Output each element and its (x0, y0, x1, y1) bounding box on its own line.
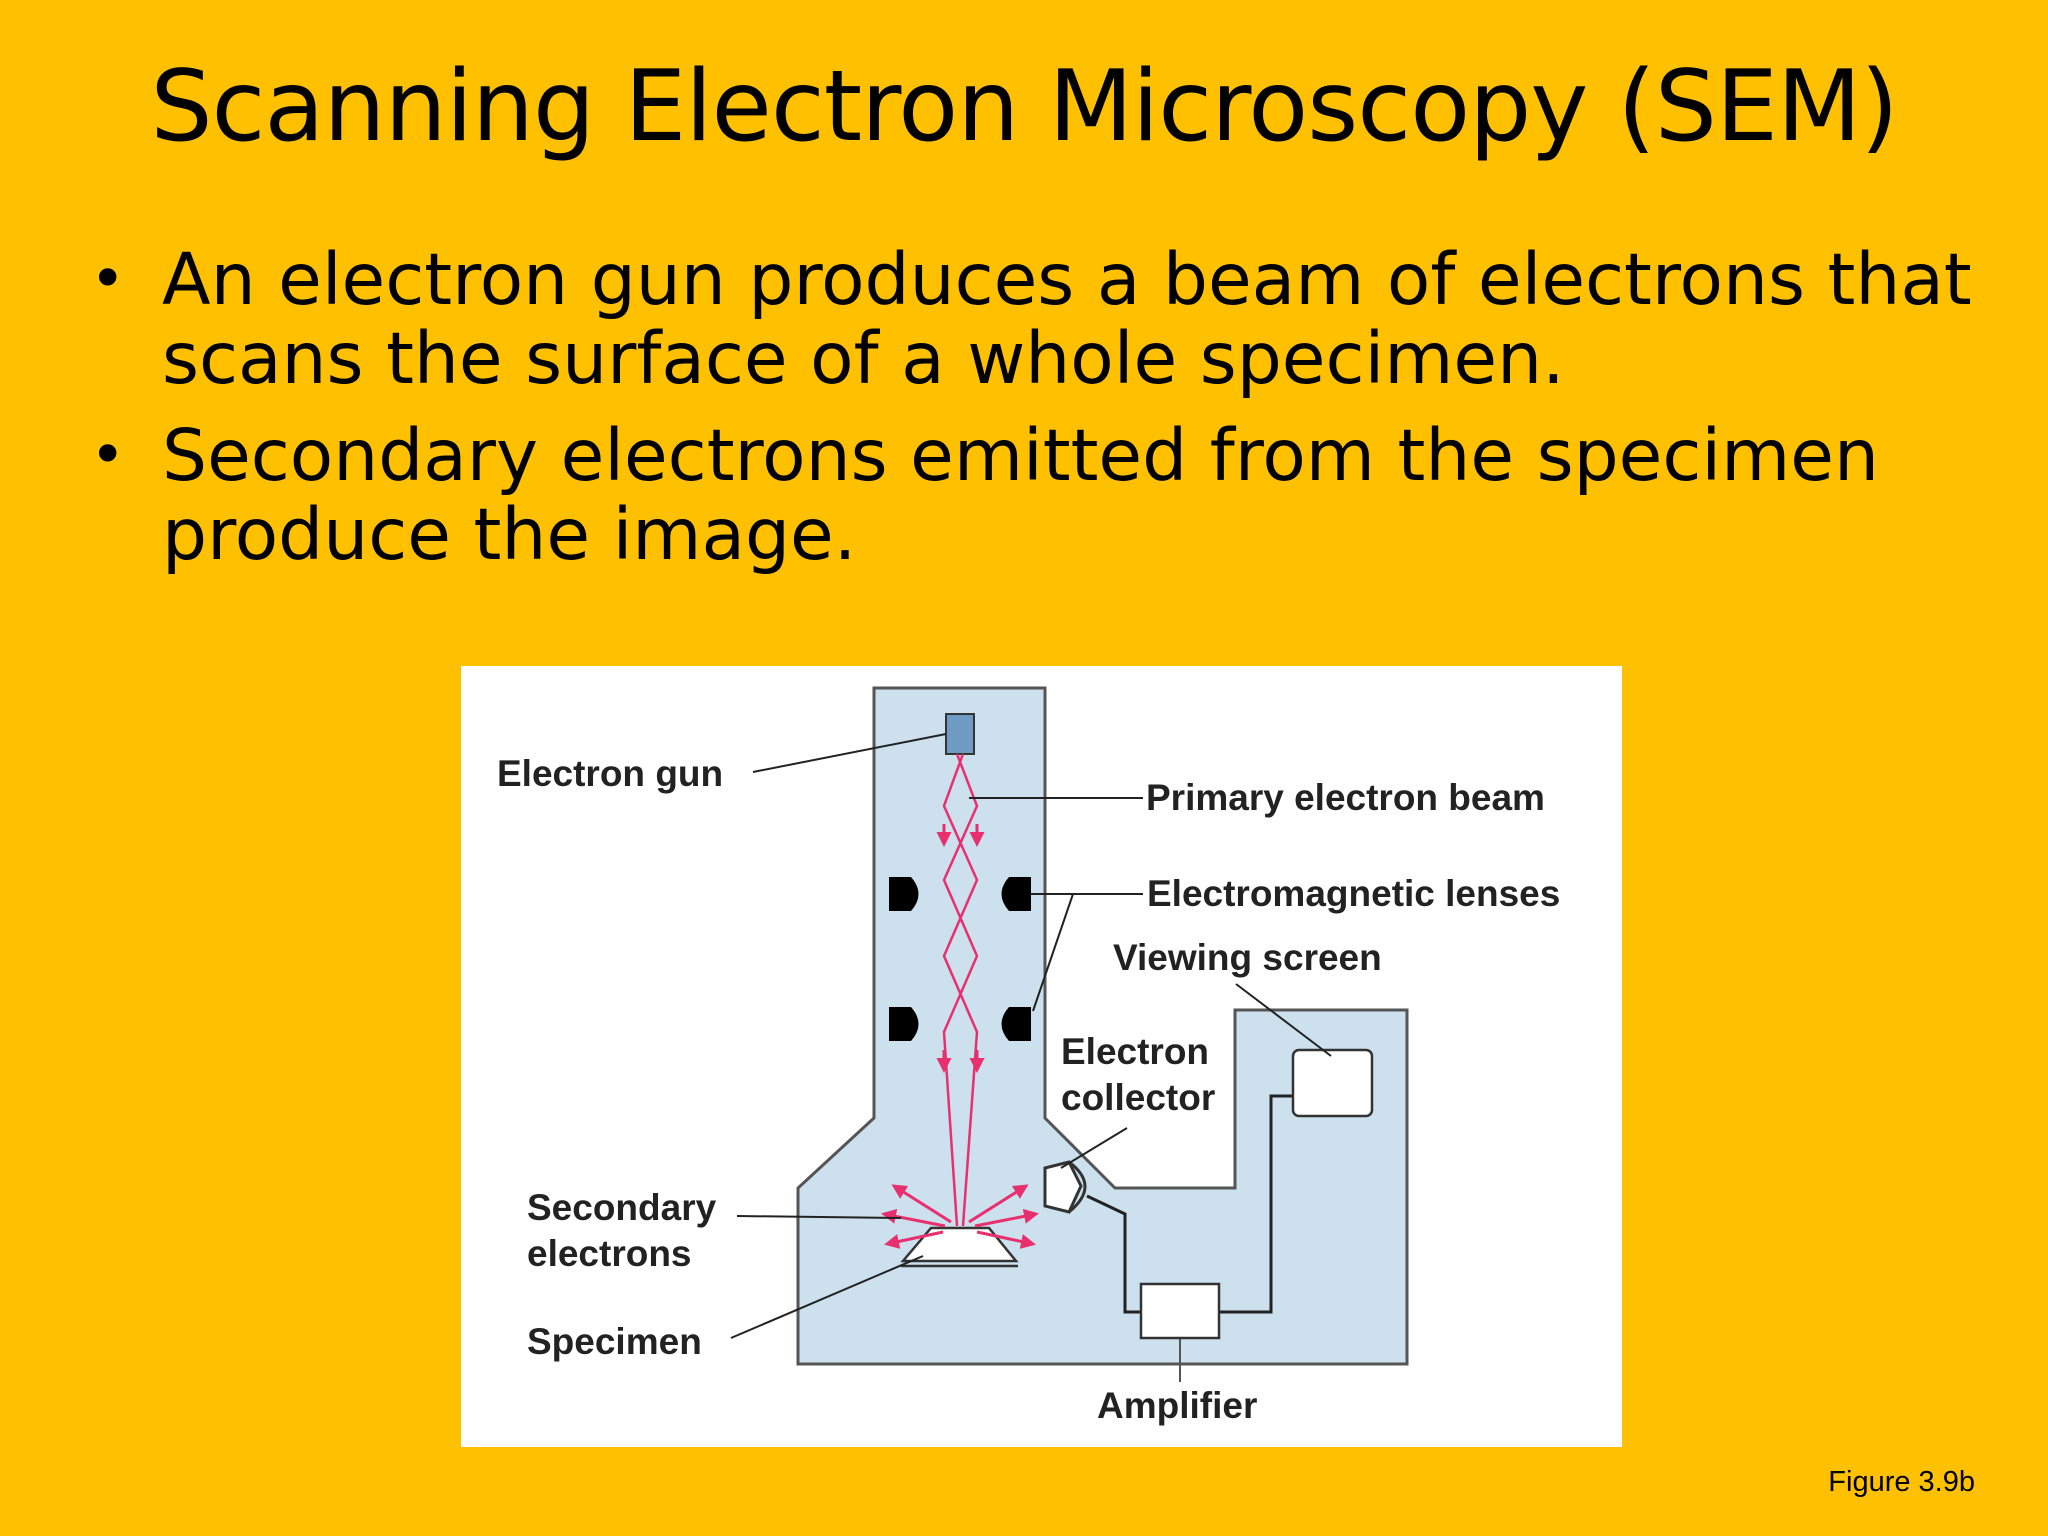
label-specimen: Specimen (527, 1321, 702, 1362)
bullet-list: • An electron gun produces a beam of ele… (84, 240, 1984, 592)
lens-icon (889, 877, 919, 911)
lens-icon (889, 1007, 919, 1041)
bullet-icon: • (90, 420, 126, 490)
signal-wire (1219, 1094, 1293, 1314)
signal-wire (1086, 1194, 1141, 1314)
beam-arrows (936, 824, 985, 1073)
sem-diagram: Electron gun Primary electron beam Elect… (497, 686, 1560, 1426)
viewing-screen-icon (1291, 1048, 1374, 1118)
microscope-column (796, 686, 1409, 1366)
lens-icon (1001, 1007, 1031, 1041)
electron-gun-icon (945, 713, 975, 755)
amplifier-icon (1139, 1282, 1221, 1340)
label-electromagnetic-lenses: Electromagnetic lenses (1147, 873, 1560, 914)
bullet-text: An electron gun produces a beam of elect… (162, 238, 1972, 400)
bullet-text: Secondary electrons emitted from the spe… (162, 414, 1879, 576)
sem-diagram-figure: Electron gun Primary electron beam Elect… (461, 666, 1622, 1447)
secondary-electrons-arrows (881, 1184, 1039, 1249)
label-viewing-screen: Viewing screen (1113, 937, 1382, 978)
label-secondary-electrons: Secondary (527, 1187, 717, 1228)
label-secondary-electrons: electrons (527, 1233, 692, 1274)
bullet-icon: • (90, 244, 126, 314)
leader-lines (730, 733, 1332, 1339)
electromagnetic-lenses (889, 877, 1031, 1041)
slide-title: Scanning Electron Microscopy (SEM) (150, 50, 1898, 164)
specimen-icon (900, 1226, 1019, 1263)
label-electron-gun: Electron gun (497, 753, 723, 794)
bullet-item: • An electron gun produces a beam of ele… (84, 240, 1984, 398)
electron-collector-icon (1043, 1160, 1083, 1214)
label-electron-collector: Electron (1061, 1031, 1209, 1072)
figure-caption: Figure 3.9b (1828, 1466, 1975, 1498)
label-amplifier: Amplifier (1097, 1385, 1257, 1426)
bullet-item: • Secondary electrons emitted from the s… (84, 416, 1984, 574)
label-electron-collector: collector (1061, 1077, 1215, 1118)
lens-icon (1001, 877, 1031, 911)
label-primary-electron-beam: Primary electron beam (1146, 777, 1545, 818)
